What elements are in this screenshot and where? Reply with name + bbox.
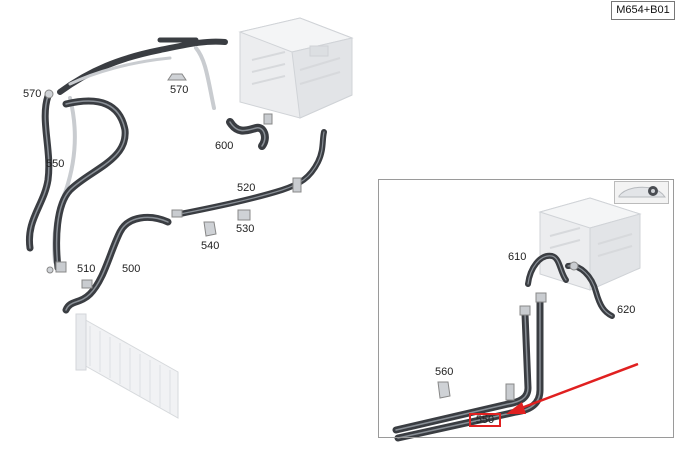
clip-570-left [44, 89, 54, 99]
label-530: 530 [236, 223, 255, 235]
inset-battery-ghost [538, 197, 642, 291]
inset-thumbnail [614, 181, 669, 204]
bracket-540 [203, 221, 217, 237]
label-600: 600 [215, 140, 234, 152]
radiator-ghost [75, 313, 179, 419]
clip-570-top [167, 73, 187, 81]
diagram-code-label: M654+B01 [611, 1, 675, 20]
label-560: 560 [435, 366, 454, 378]
hose-550-assembly [25, 37, 228, 272]
hose-600 [226, 113, 273, 150]
highlighted-label-550: 550 [469, 413, 501, 427]
vehicle-thumbnail-icon [618, 186, 666, 198]
label-570-left: 570 [23, 88, 42, 100]
battery-unit-ghost [238, 17, 354, 119]
inset-bracket-560 [437, 381, 451, 399]
bracket-530 [237, 209, 251, 221]
inset-hose-610-620 [525, 252, 615, 319]
label-540: 540 [201, 240, 220, 252]
label-520: 520 [237, 182, 256, 194]
label-620: 620 [617, 304, 636, 316]
connector-510 [46, 261, 93, 289]
label-500: 500 [122, 263, 141, 275]
detail-inset-frame [378, 179, 674, 438]
label-550: 550 [46, 158, 65, 170]
pointer-arrow [506, 362, 639, 414]
hose-520 [171, 129, 327, 218]
hose-500 [62, 213, 172, 314]
label-510: 510 [77, 263, 96, 275]
label-570-top: 570 [170, 84, 189, 96]
label-610: 610 [508, 251, 527, 263]
